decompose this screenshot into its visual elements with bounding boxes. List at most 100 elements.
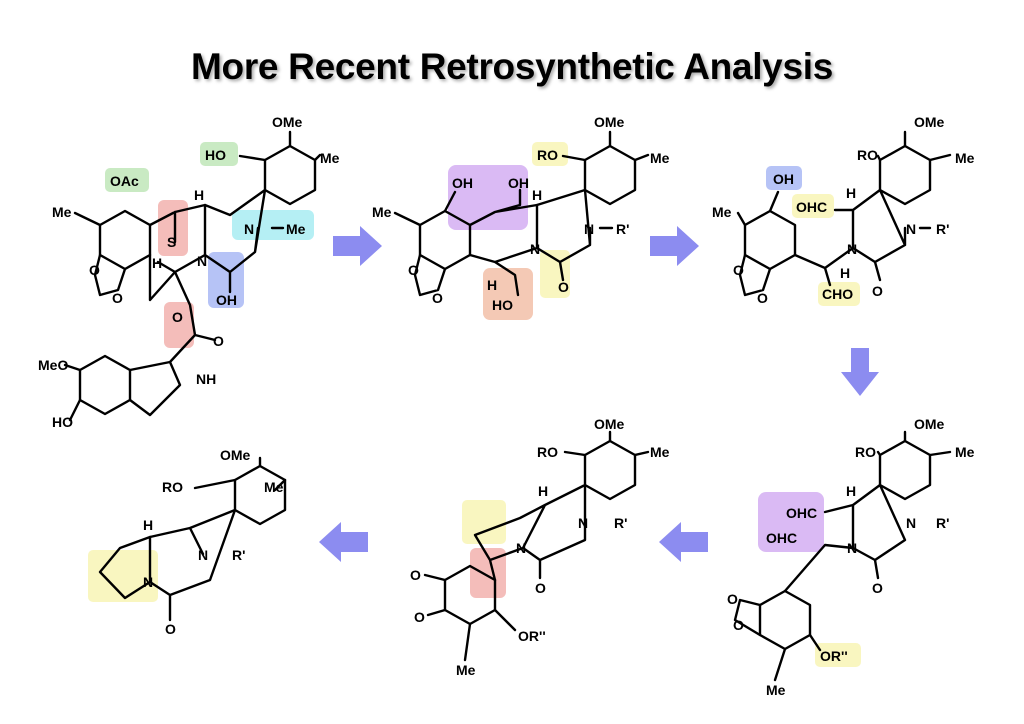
atom-label: O <box>89 262 100 278</box>
atom-label: CHO <box>822 286 853 302</box>
atom-label: N <box>906 221 916 237</box>
atom-label: N <box>198 547 208 563</box>
atom-label: N <box>847 241 857 257</box>
atom-label: H <box>194 187 204 203</box>
highlight-red-s <box>158 200 188 256</box>
highlights <box>88 142 861 667</box>
atom-label: Me <box>766 682 786 698</box>
mol5-bonds <box>423 430 650 662</box>
atom-label: RO <box>857 147 878 163</box>
highlight-yellow-alkene <box>462 500 506 544</box>
highlight-yellow-ohc <box>792 194 834 218</box>
atom-label: N <box>578 515 588 531</box>
bond-skeletons <box>63 130 952 682</box>
highlight-purple-diol <box>448 165 528 230</box>
atom-label: OMe <box>914 416 945 432</box>
arrow-right-2 <box>650 226 699 266</box>
atom-label: R' <box>616 221 629 237</box>
atom-label: Me <box>372 204 392 220</box>
mol3-ring-b <box>743 209 797 271</box>
highlight-cyan-n <box>232 210 314 240</box>
atom-label: NH <box>196 371 216 387</box>
atom-label: OR'' <box>820 648 848 664</box>
atom-label: N <box>530 241 540 257</box>
mol3-bonds <box>736 130 952 297</box>
highlight-yellow-ro <box>532 142 568 166</box>
atom-label: O <box>172 309 183 325</box>
mol2-ring-b <box>418 209 472 271</box>
atom-label: RO <box>537 147 558 163</box>
atom-label: HO <box>52 414 73 430</box>
atom-label: N <box>906 515 916 531</box>
atom-label: O <box>165 621 176 637</box>
atom-label: OH <box>216 292 237 308</box>
highlight-green-ho <box>200 142 238 166</box>
atom-label: H <box>152 255 162 271</box>
atom-label: OAc <box>110 173 139 189</box>
atom-label: Me <box>320 150 340 166</box>
atom-label: Me <box>650 150 670 166</box>
atom-label: O <box>414 609 425 625</box>
arrow-left-1 <box>659 522 708 562</box>
atom-label: OH <box>508 175 529 191</box>
arrow-left-2 <box>319 522 368 562</box>
atom-label: O <box>535 580 546 596</box>
highlight-purple-dialdehyde <box>758 492 824 552</box>
atom-label: OMe <box>594 416 625 432</box>
atom-label: MeO <box>38 357 68 373</box>
atom-label: S <box>167 234 176 250</box>
arrows <box>319 226 879 562</box>
mol1-ring-b <box>98 209 152 271</box>
atom-label: N <box>847 540 857 556</box>
mol6-bonds <box>98 456 287 622</box>
atom-label: H <box>143 517 153 533</box>
mol2-ring-a <box>583 144 637 206</box>
highlight-blue-oh2 <box>766 166 802 190</box>
mol2-labels: OMe Me RO OH OH H Me N R' N O H HO O O <box>372 114 670 313</box>
mol4-ring-a <box>878 439 932 501</box>
highlight-yellow-or <box>815 643 861 667</box>
atom-label: O <box>757 290 768 306</box>
atom-label: N <box>516 540 526 556</box>
mol4-labels: OMe Me RO H OHC N R' OHC N O O O Me OR'' <box>727 416 975 698</box>
atom-label: OR'' <box>518 628 546 644</box>
atom-label: O <box>558 279 569 295</box>
atom-label: OMe <box>272 114 303 130</box>
highlight-yellow-co <box>540 250 570 298</box>
atom-label: O <box>872 283 883 299</box>
atom-label: HO <box>205 147 226 163</box>
atom-label: R' <box>232 547 245 563</box>
atom-label: R' <box>614 515 627 531</box>
diagram-title: More Recent Retrosynthetic Analysis <box>191 46 833 87</box>
atom-label: O <box>733 262 744 278</box>
highlight-yellow-cho <box>818 282 860 306</box>
atom-label: RO <box>855 444 876 460</box>
mol4-bonds <box>733 430 952 682</box>
atom-label: H <box>487 277 497 293</box>
atom-label: Me <box>52 204 72 220</box>
atom-label: Me <box>456 662 476 678</box>
atom-label: OMe <box>594 114 625 130</box>
atom-label: OHC <box>796 199 827 215</box>
mol1-ring-c <box>78 354 132 416</box>
atom-label: HO <box>492 297 513 313</box>
atom-label: O <box>408 262 419 278</box>
atom-label: H <box>846 483 856 499</box>
atom-label: Me <box>955 444 975 460</box>
atom-label: N <box>244 221 254 237</box>
arrow-down <box>841 348 879 396</box>
atom-label: H <box>840 265 850 281</box>
atom-label: OH <box>452 175 473 191</box>
atom-label: O <box>432 290 443 306</box>
atom-label: RO <box>537 444 558 460</box>
mol6-ring-a <box>233 464 287 526</box>
mol5-ring-a <box>583 439 637 501</box>
atom-label: R' <box>936 515 949 531</box>
atom-label: Me <box>955 150 975 166</box>
atom-label: O <box>872 580 883 596</box>
mol4-ring-b <box>758 589 812 651</box>
mol2-bonds <box>393 130 650 297</box>
highlight-red-o <box>164 302 194 348</box>
atom-label: H <box>532 187 542 203</box>
highlight-orange-ho <box>483 268 533 320</box>
